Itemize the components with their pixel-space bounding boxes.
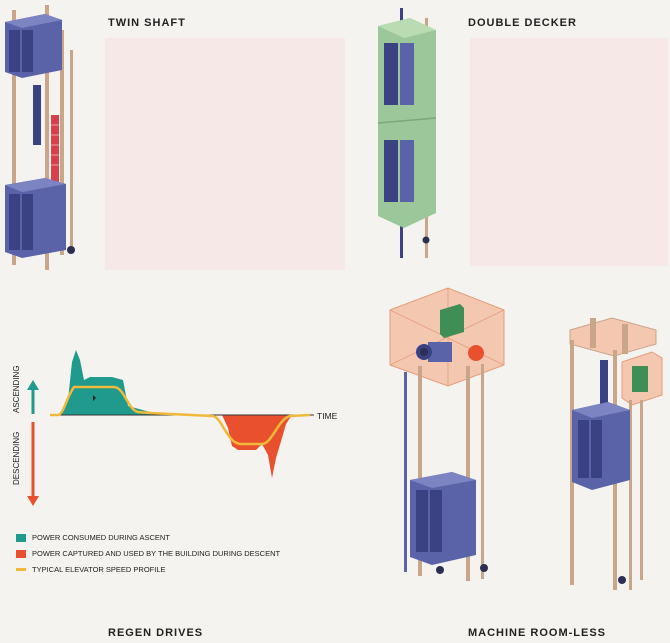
pulley (480, 564, 488, 572)
rail (640, 400, 643, 580)
pulley (436, 566, 444, 574)
rail (466, 366, 470, 581)
rail (12, 10, 16, 265)
ascent-marker (93, 395, 96, 401)
legend-item-descent: POWER CAPTURED AND USED BY THE BUILDING … (16, 549, 280, 558)
time-label: TIME (317, 411, 338, 421)
rail (45, 5, 49, 270)
rail (418, 366, 422, 576)
teal-swatch (16, 533, 26, 542)
elevator-car (410, 472, 476, 565)
upper-elevator-car (5, 14, 62, 78)
legend-item-ascent: POWER CONSUMED DURING ASCENT (16, 533, 170, 542)
legend-label: POWER CONSUMED DURING ASCENT (32, 533, 170, 542)
machine-room-less-title: MACHINE ROOM-LESS (468, 627, 606, 639)
speed-profile-line (50, 385, 311, 446)
rail (481, 364, 484, 579)
descending-label: DESCENDING (12, 431, 21, 485)
counterweight (600, 360, 608, 430)
ascending-arrow (27, 380, 39, 414)
motor-housing (621, 351, 663, 406)
double-decker-title: DOUBLE DECKER (468, 17, 577, 29)
yellow-line-swatch (16, 568, 26, 571)
twin-shaft-panel (105, 38, 345, 270)
double-decker-panel (470, 38, 668, 266)
legend-item-speed: TYPICAL ELEVATOR SPEED PROFILE (16, 565, 166, 574)
rail (60, 30, 64, 255)
elevator-car (572, 402, 630, 490)
orange-swatch (16, 549, 26, 558)
rail (629, 400, 632, 590)
ascending-label: ASCENDING (12, 365, 21, 413)
machine-room-illustration (389, 287, 505, 581)
pulley (618, 576, 626, 584)
descending-arrow (27, 422, 39, 506)
rail (70, 50, 73, 250)
regen-chart (27, 350, 314, 506)
legend-label: TYPICAL ELEVATOR SPEED PROFILE (32, 565, 166, 574)
lower-deck-car (384, 140, 414, 202)
pulley (422, 236, 430, 244)
twin-shaft-illustration (5, 5, 75, 270)
control-cabinet (440, 304, 464, 338)
legend-label: POWER CAPTURED AND USED BY THE BUILDING … (32, 549, 281, 558)
lower-elevator-car (5, 178, 66, 258)
pulley (67, 246, 75, 254)
counterweight-blue (33, 85, 41, 145)
twin-shaft-title: TWIN SHAFT (108, 17, 186, 29)
hoist-motor (416, 342, 452, 362)
rail (404, 372, 407, 572)
machine-room-less-illustration (569, 317, 663, 590)
double-decker-illustration (377, 8, 437, 258)
upper-deck-car (384, 43, 414, 105)
brake-drum (468, 345, 484, 361)
counterweight-red (51, 115, 59, 185)
regen-drives-title: REGEN DRIVES (108, 627, 204, 639)
